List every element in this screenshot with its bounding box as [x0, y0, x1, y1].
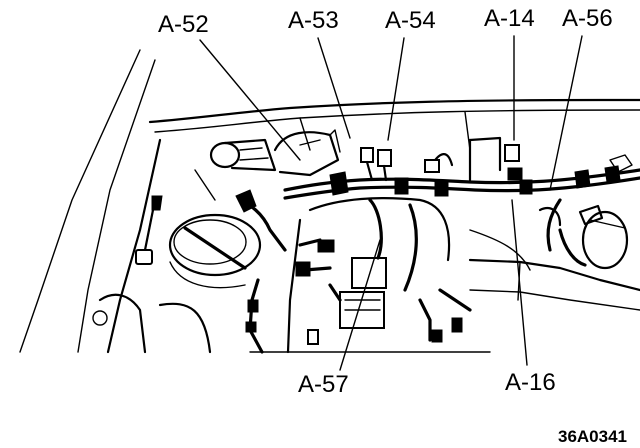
callout-a57: A-57	[298, 371, 349, 398]
callout-a16: A-16	[505, 369, 556, 396]
callout-a53: A-53	[288, 7, 339, 34]
engine-bay-drawing	[19, 49, 640, 354]
callout-a14: A-14	[484, 5, 535, 32]
leader-lines	[199, 35, 583, 371]
wiper-motor	[209, 129, 341, 177]
callout-a56: A-56	[562, 5, 613, 32]
relay-box	[339, 198, 418, 329]
callout-a52: A-52	[158, 11, 209, 38]
figure-code: 36A0341	[558, 427, 627, 446]
callout-a54: A-54	[385, 7, 436, 34]
